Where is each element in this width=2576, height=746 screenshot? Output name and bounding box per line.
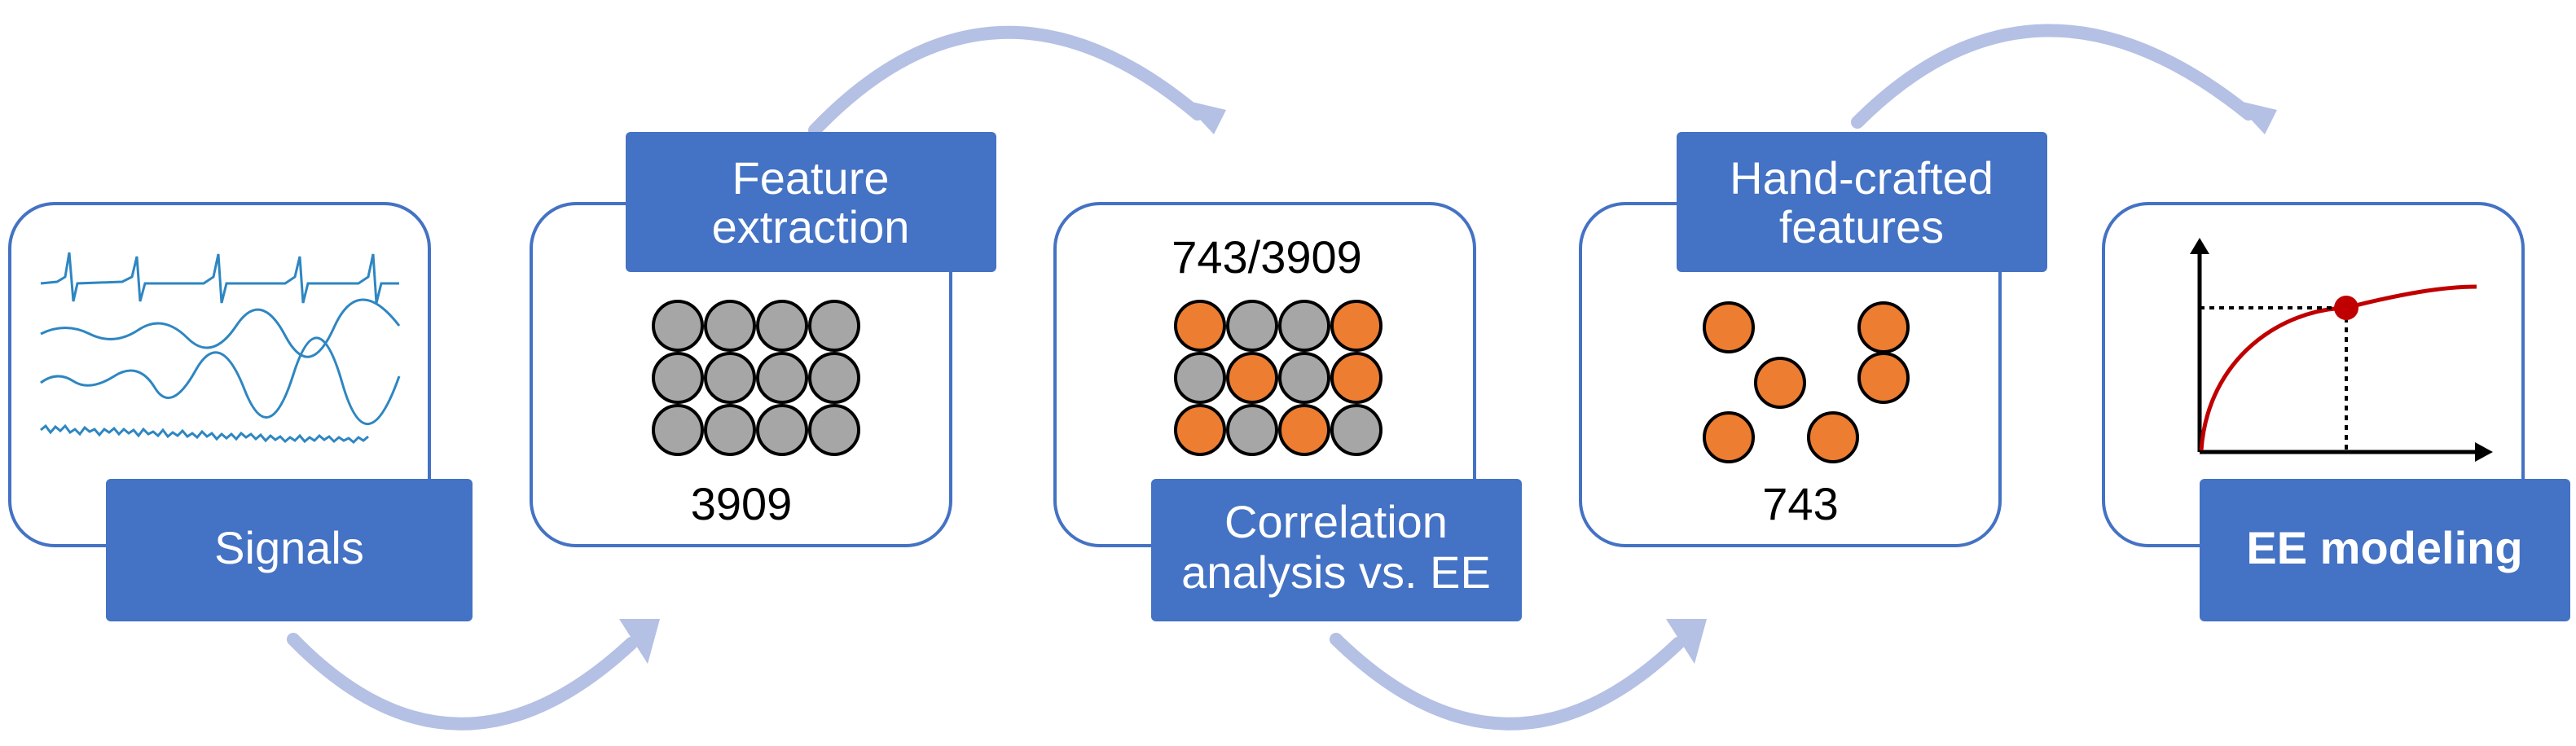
step-handcrafted: 743 Hand-crafted features <box>1579 132 2047 547</box>
feature-dot <box>808 352 860 404</box>
feature-dot <box>1226 300 1278 352</box>
flow-arrow-3 <box>1330 619 1707 731</box>
feature-dot <box>1807 411 1859 463</box>
y-axis-arrow <box>2190 238 2209 254</box>
feature-dot <box>1857 301 1910 353</box>
feature-dot <box>1226 404 1278 456</box>
model-point <box>2334 296 2358 320</box>
curved-arrow-icon <box>619 619 660 664</box>
feature-dot <box>652 352 704 404</box>
count-extraction: 3909 <box>691 478 793 529</box>
label-feature-extraction-line2: extraction <box>712 201 910 252</box>
count-handcrafted: 743 <box>1762 478 1838 529</box>
feature-grid-icon <box>652 300 860 456</box>
feature-dot <box>704 300 756 352</box>
curved-arrow-icon <box>1181 99 1226 134</box>
feature-dot <box>1703 301 1755 353</box>
selected-feature-dot <box>1330 300 1383 352</box>
feature-dot <box>1857 352 1910 404</box>
label-box-correlation <box>1151 479 1522 621</box>
feature-dot <box>1278 300 1330 352</box>
feature-dot <box>808 300 860 352</box>
x-axis-arrow <box>2475 442 2493 462</box>
feature-dot <box>704 404 756 456</box>
label-box-feature-extraction <box>626 132 996 272</box>
label-correlation-line2: analysis vs. EE <box>1181 546 1491 598</box>
handcrafted-features-icon <box>1703 301 1910 463</box>
label-correlation-line1: Correlation <box>1224 496 1448 547</box>
selected-feature-dot <box>1174 404 1226 456</box>
label-handcrafted-line2: features <box>1779 201 1944 252</box>
signal-waveforms-icon <box>40 252 401 445</box>
selected-feature-dot <box>1226 352 1278 404</box>
feature-dot <box>808 404 860 456</box>
selected-feature-grid-icon <box>1174 300 1383 456</box>
feature-dot <box>756 404 808 456</box>
step-ee-modeling: EE modeling <box>2102 202 2570 621</box>
step-feature-extraction: 3909 Feature extraction <box>530 132 996 547</box>
selected-feature-dot <box>1278 404 1330 456</box>
feature-dot <box>1278 352 1330 404</box>
feature-dot <box>1174 352 1226 404</box>
selected-feature-dot <box>1174 300 1226 352</box>
step-correlation: 743/3909 Correlation analysis vs. EE <box>1053 202 1522 621</box>
label-signals: Signals <box>214 522 364 573</box>
label-box-handcrafted <box>1677 132 2047 272</box>
count-correlation: 743/3909 <box>1172 231 1362 283</box>
flow-arrow-2 <box>808 25 1226 137</box>
label-handcrafted-line1: Hand-crafted <box>1730 152 1994 204</box>
feature-dot <box>652 404 704 456</box>
curved-arrow-icon <box>2232 99 2277 134</box>
selected-feature-dot <box>1330 352 1383 404</box>
label-feature-extraction-line1: Feature <box>732 152 890 204</box>
feature-dot <box>652 300 704 352</box>
flow-arrow-1 <box>287 619 660 731</box>
flow-arrow-4 <box>1851 24 2277 134</box>
feature-dot <box>1330 404 1383 456</box>
curved-arrow-icon <box>1666 619 1707 664</box>
feature-dot <box>704 352 756 404</box>
label-ee-modeling: EE modeling <box>2246 522 2522 573</box>
feature-dot <box>1754 357 1806 409</box>
label-box-signals <box>106 479 473 621</box>
label-box-ee-modeling <box>2200 479 2570 621</box>
step-signals: Signals <box>8 202 473 621</box>
feature-dot <box>1703 411 1755 463</box>
feature-dot <box>756 300 808 352</box>
regression-curve-icon <box>2190 238 2493 462</box>
feature-dot <box>756 352 808 404</box>
